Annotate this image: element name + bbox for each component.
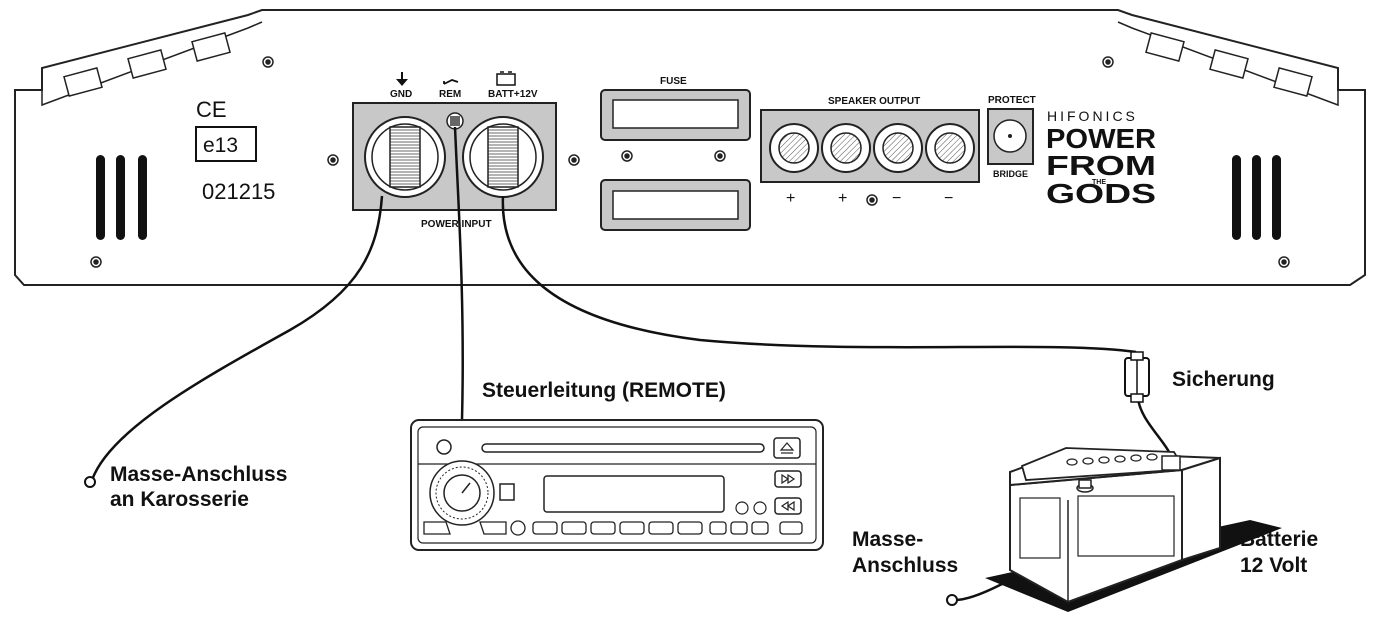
remote-wire-label: Steuerleitung (REMOTE): [482, 379, 726, 402]
chassis-ground-label: Masse-Anschluss: [110, 463, 288, 486]
slogan-line: FROM: [1046, 150, 1156, 181]
screws: [90, 56, 1290, 268]
amplifier-housing: [14, 9, 1366, 286]
remote-wire: [453, 126, 464, 421]
fuse-label: FUSE: [660, 76, 687, 87]
battery-ground-ring-terminal: [946, 594, 958, 606]
rem-label: REM: [439, 89, 461, 100]
serial-number: 021215: [202, 179, 275, 204]
vent-slots-left: [96, 155, 147, 240]
slogan-line: GODS: [1046, 178, 1156, 209]
radio-display: [543, 475, 725, 513]
fuse-holder: FUSE: [600, 76, 751, 231]
slogan-line: THE: [1092, 179, 1106, 186]
car-radio: [410, 419, 824, 551]
car-battery: [985, 447, 1282, 612]
vent-slots-right: [1232, 155, 1281, 240]
power-wire: [501, 195, 1137, 354]
protect-label: PROTECT: [988, 95, 1036, 106]
e13-box: [195, 126, 257, 162]
polarity-mark: +: [786, 190, 795, 207]
polarity-mark: −: [892, 190, 901, 207]
heatsink-fins-right: [1145, 32, 1313, 97]
inline-fuse: [1124, 351, 1150, 403]
eject-icon: [779, 442, 795, 454]
fuse-callout-label: Sicherung: [1172, 368, 1275, 391]
battery-positive-terminal: [1161, 455, 1181, 471]
battery-voltage-label: 12 Volt: [1240, 554, 1308, 577]
battery-label: Batterie: [1240, 528, 1319, 551]
chassis-ground-label-line2: an Karosserie: [110, 488, 249, 511]
rewind-icon: [780, 500, 795, 512]
power-input-block: POWER INPUT: [352, 102, 557, 230]
preset-buttons: [423, 520, 803, 536]
speaker-output: SPEAKER OUTPUT + + − −: [760, 96, 980, 207]
bridge-label: BRIDGE: [993, 169, 1028, 179]
polarity-mark: −: [944, 190, 953, 207]
slogan-line: POWER: [1046, 123, 1156, 154]
ce-mark: CE: [196, 97, 227, 122]
batt-label: BATT+12V: [488, 89, 538, 100]
fuse-to-battery-wire: [1136, 397, 1174, 459]
gnd-label: GND: [390, 89, 412, 100]
cd-slot: [481, 443, 765, 453]
forward-icon: [781, 473, 796, 485]
polarity-mark: +: [838, 190, 847, 207]
brand-name: HIFONICS: [1047, 108, 1138, 124]
power-input-label: POWER INPUT: [421, 219, 492, 230]
ground-ring-terminal: [84, 476, 96, 488]
protect-indicator: PROTECT BRIDGE: [987, 95, 1036, 179]
heatsink-fins-left: [63, 32, 231, 97]
battery-negative-terminal: [1076, 479, 1094, 493]
hifonics-logo: HIFONICS POWER FROM THE GODS: [1046, 108, 1156, 209]
battery-ground-label: Masse-: [852, 528, 924, 551]
amplifier: CE e13 021215 POWER INPUT GND: [14, 9, 1366, 286]
speaker-output-label: SPEAKER OUTPUT: [828, 96, 920, 107]
remote-icon: [443, 79, 459, 85]
ground-icon: [396, 72, 408, 86]
battery-ground-label-line2: Anschluss: [852, 554, 959, 577]
battery-icon: [496, 71, 516, 86]
approval-code: e13: [203, 134, 238, 157]
ground-wire: [90, 195, 384, 481]
